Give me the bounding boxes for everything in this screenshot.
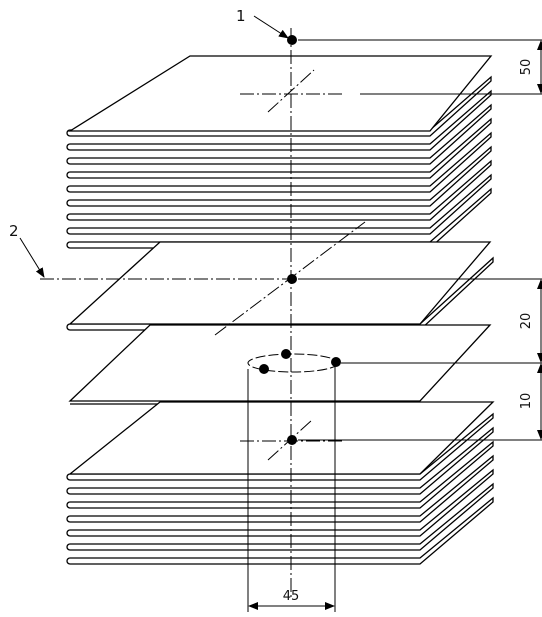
dimension-45-text: 45 [283,589,300,604]
point-bottom [287,435,297,445]
dimension-50-text: 50 [519,59,534,76]
point-1 [287,35,297,45]
middle-sheet [66,241,494,331]
callout-2: 2 [9,222,19,240]
point-hole-right [331,357,341,367]
extension-lines [247,39,542,612]
top-sheet-stack [66,55,493,249]
callout-1: 1 [236,7,246,25]
point-2 [287,274,297,284]
point-hole-top [281,349,291,359]
dimension-lines [248,40,542,610]
bottom-sheet-stack [66,401,495,565]
point-hole-left [259,364,269,374]
points [259,35,341,445]
leader-lines [19,15,289,278]
lower-sheet [68,324,492,405]
dimension-20-text: 20 [519,313,534,330]
dimension-10-text: 10 [519,393,534,410]
